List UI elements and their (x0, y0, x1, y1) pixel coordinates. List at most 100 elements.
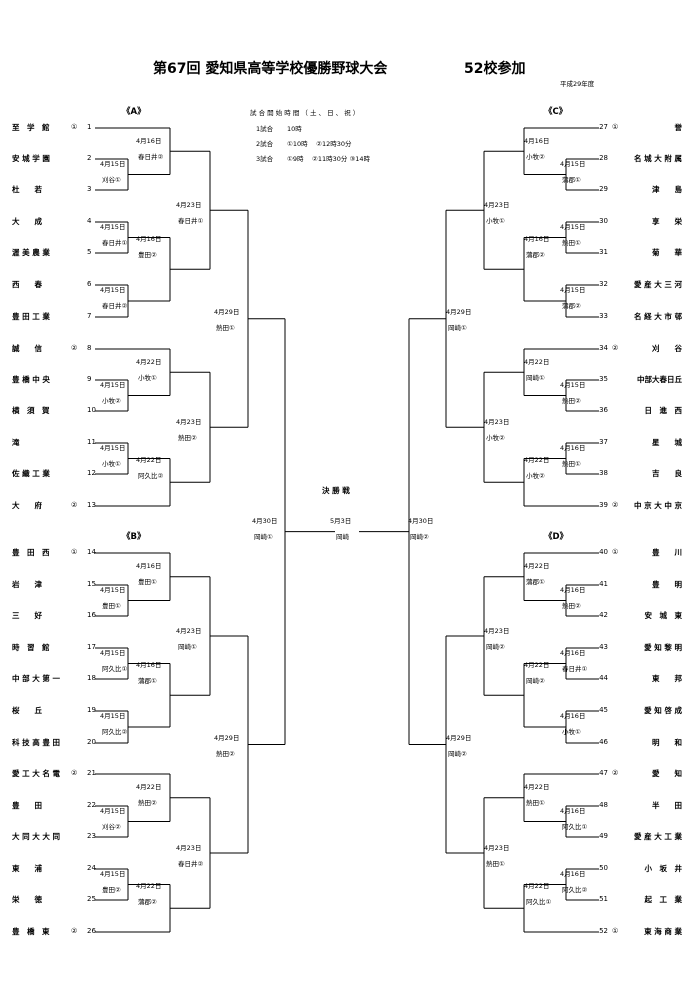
game-date: 4月23日 (484, 627, 510, 635)
game-venue: 阿久比② (562, 885, 588, 894)
schedule-row-2-label: 2試合 (256, 140, 274, 148)
draw-number: 30 (599, 217, 608, 225)
draw-number: 38 (599, 469, 608, 477)
draw-number: 1 (87, 123, 92, 131)
game-venue: 熱田② (562, 601, 581, 610)
game-date: 4月23日 (176, 201, 202, 210)
draw-number: 18 (87, 674, 96, 682)
team-name: 名 城 大 附 属 (634, 154, 682, 163)
game-venue: 小牧② (526, 471, 545, 480)
game-date: 4月22日 (524, 455, 550, 464)
game-date: 4月22日 (524, 358, 550, 366)
game-venue: 阿久比① (562, 822, 588, 831)
team-name: 豊 田 工 業 (12, 312, 50, 321)
game-date: 4月15日 (560, 159, 586, 168)
draw-number: 48 (599, 801, 608, 809)
draw-number: 35 (599, 375, 608, 383)
draw-number: 22 (87, 801, 96, 809)
game-venue: 刈谷② (102, 822, 121, 831)
team-name: 渥 美 農 業 (12, 248, 50, 257)
game-date: 4月23日 (484, 418, 510, 427)
team-name: 享 栄 (652, 217, 682, 226)
draw-number: 32 (599, 280, 608, 288)
game-venue: 熱田① (486, 860, 505, 868)
draw-number: 3 (87, 185, 92, 193)
final-date: 5月3日 (330, 517, 352, 525)
semifinal-date: 4月30日 (408, 516, 434, 525)
team-name: 豊 田 (12, 801, 42, 810)
game-date: 4月15日 (100, 585, 126, 594)
schedule-heading: 試 合 開 始 時 間 （ 土 、 日 、 祝 ） (250, 109, 360, 117)
team-name: 大 府 (12, 501, 42, 510)
game-venue: 阿久比① (526, 897, 552, 906)
semifinal-date: 4月30日 (252, 516, 278, 525)
team-name: 中部大春日丘 (637, 375, 682, 384)
seed-mark: ② (612, 769, 619, 777)
game-date: 4月16日 (560, 648, 586, 657)
team-name: 豊 橋 中 央 (12, 375, 50, 384)
game-venue: 熱田① (562, 238, 581, 247)
draw-number: 4 (87, 217, 92, 225)
game-date: 4月16日 (560, 443, 586, 452)
participant-count: 52校参加 (464, 61, 526, 77)
game-date: 4月22日 (136, 358, 162, 366)
draw-number: 20 (87, 738, 96, 746)
game-venue: 蒲郡① (138, 676, 157, 685)
game-date: 4月23日 (176, 627, 202, 635)
game-date: 4月29日 (214, 733, 240, 742)
draw-number: 16 (87, 611, 96, 619)
team-name: 誠 信 (12, 344, 42, 353)
game-venue: 熱田② (216, 749, 235, 758)
team-name: 時 習 館 (12, 643, 50, 652)
team-name: 愛 知 黎 明 (644, 643, 682, 652)
region-c-label: 《C》 (544, 107, 568, 117)
game-venue: 阿久比② (138, 471, 164, 480)
draw-number: 25 (87, 895, 96, 903)
team-name: 星 城 (652, 438, 682, 447)
game-venue: 春日井① (178, 217, 204, 226)
game-venue: 熱田① (216, 323, 235, 332)
team-name: 吉 良 (652, 469, 682, 478)
game-venue: 岡崎② (448, 749, 467, 758)
page-title: 第67回 愛知県高等学校優勝野球大会 (153, 61, 388, 77)
game-date: 4月15日 (100, 806, 126, 815)
game-date: 4月16日 (560, 869, 586, 878)
game-venue: 蒲郡② (526, 250, 545, 259)
game-date: 4月15日 (100, 443, 126, 452)
game-date: 4月15日 (100, 286, 126, 294)
game-venue: 蒲郡① (562, 175, 581, 184)
fiscal-year: 平成29年度 (560, 80, 595, 88)
schedule-row-3-times: ①9時 ②11時30分 ③14時 (287, 155, 371, 163)
game-date: 4月15日 (100, 712, 126, 720)
game-venue: 小牧① (102, 459, 121, 468)
team-name: 杜 若 (12, 185, 42, 194)
game-date: 4月22日 (524, 881, 550, 890)
draw-number: 2 (87, 154, 92, 162)
draw-number: 49 (599, 832, 608, 840)
game-date: 4月16日 (136, 234, 162, 243)
game-venue: 春日井② (138, 153, 164, 161)
draw-number: 26 (87, 927, 96, 935)
draw-number: 28 (599, 154, 608, 162)
game-date: 4月16日 (560, 806, 586, 815)
region-a-label: 《A》 (122, 107, 146, 117)
game-date: 4月16日 (136, 562, 162, 570)
draw-number: 14 (87, 548, 96, 556)
game-venue: 蒲郡② (562, 302, 581, 310)
draw-number: 41 (599, 580, 608, 588)
game-venue: 阿久比② (102, 728, 128, 736)
game-date: 4月15日 (560, 222, 586, 231)
team-name: 西 春 (12, 280, 42, 289)
seed-mark: ② (71, 344, 78, 352)
seed-mark: ① (612, 927, 619, 935)
game-date: 4月23日 (484, 201, 510, 210)
region-b-label: 《B》 (122, 532, 146, 542)
team-name: 豊 明 (652, 580, 682, 589)
team-name: 愛 産 大 三 河 (634, 280, 682, 289)
game-venue: 熱田① (526, 799, 545, 807)
game-venue: 蒲郡② (138, 897, 157, 906)
game-venue: 岡崎① (448, 323, 467, 332)
game-venue: 小牧② (526, 153, 545, 161)
game-date: 4月23日 (176, 844, 202, 852)
game-venue: 熱田② (138, 799, 157, 807)
